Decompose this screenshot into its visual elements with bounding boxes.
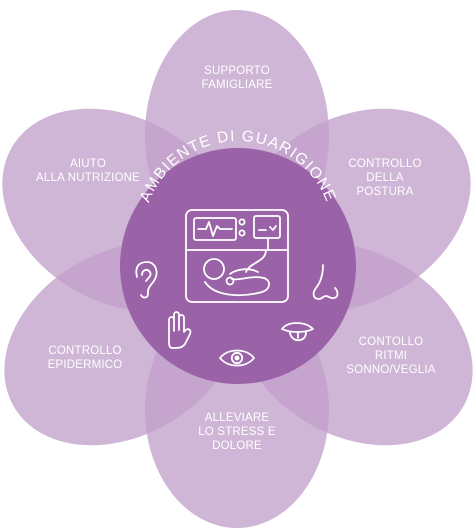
- nose-icon: [312, 264, 339, 300]
- incubator-icon: [185, 209, 289, 303]
- ear-icon: [135, 261, 158, 299]
- eye-icon: [218, 349, 256, 367]
- tongue-icon: [281, 322, 314, 342]
- hand-icon: [168, 311, 192, 349]
